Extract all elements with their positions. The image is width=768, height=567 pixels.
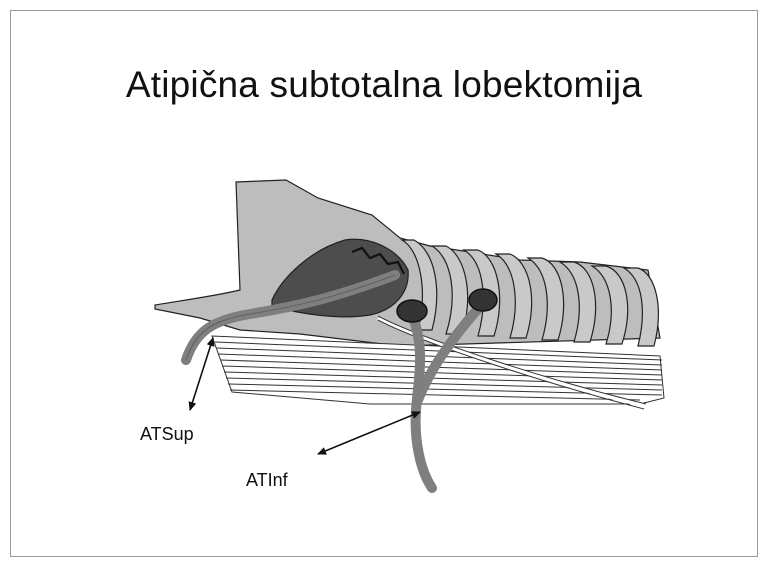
label-atsup: ATSup <box>140 424 194 444</box>
label-atinf: ATInf <box>246 470 289 490</box>
vessel-stump-right <box>469 289 497 311</box>
double-arrow-icon <box>318 412 420 454</box>
vessel-stump-left <box>397 300 427 322</box>
